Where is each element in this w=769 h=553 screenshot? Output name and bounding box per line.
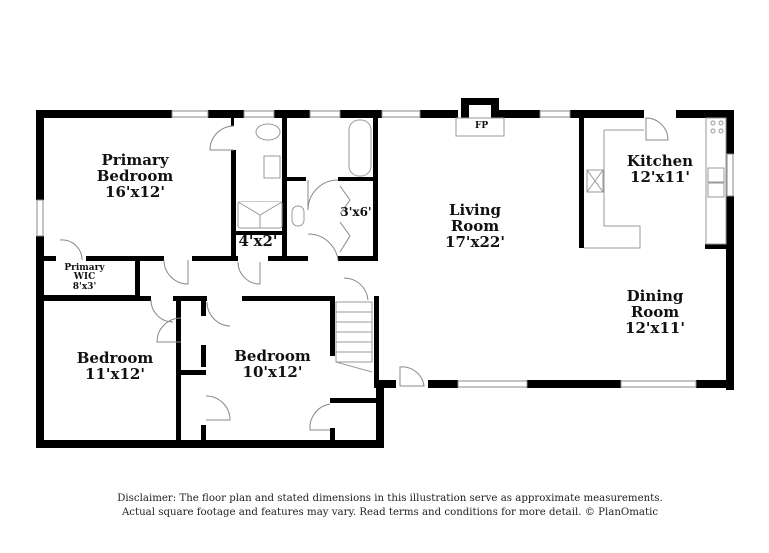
interior-walls [36, 118, 734, 448]
room-name: Primary [101, 151, 169, 169]
room-dimensions: 8'x3' [72, 281, 97, 292]
disclaimer-line-2: Actual square footage and features may v… [121, 507, 659, 518]
room-dimensions: 17'x22' [445, 232, 505, 251]
room-name: Bedroom [234, 347, 311, 365]
room-dimensions: 11'x12' [85, 364, 145, 383]
room-label-closet-4x2: 4'x2' [232, 232, 284, 250]
doors [59, 117, 669, 431]
room-dimensions: 12'x11' [625, 318, 685, 337]
room-dimensions: 3'x6' [340, 205, 372, 219]
disclaimer: Disclaimer: The floor plan and stated di… [100, 492, 680, 520]
room-name: Primary [64, 263, 105, 273]
room-label-bedroom-3: Bedroom 10'x12' [215, 347, 330, 381]
room-name: Living [448, 201, 502, 219]
room-name: Room [450, 216, 500, 235]
room-dimensions: 16'x12' [105, 182, 165, 201]
room-label-closet-3x6: 3'x6' [338, 206, 374, 219]
room-label-bedroom-2: Bedroom 11'x12' [55, 349, 175, 383]
room-dimensions: 10'x12' [242, 362, 303, 381]
room-name: Bedroom [76, 349, 154, 367]
room-name: Dining [626, 287, 684, 305]
room-dimensions: 12'x11' [630, 167, 690, 186]
room-dimensions: 4'x2' [238, 232, 278, 250]
windows [36, 110, 734, 388]
room-label-primary-wic: Primary WIC 8'x3' [52, 263, 117, 292]
room-name: Room [630, 302, 680, 321]
fireplace-label: FP [475, 121, 489, 131]
exterior-walls [36, 98, 734, 448]
room-label-living-room: Living Room 17'x22' [420, 201, 530, 251]
room-label-primary-bedroom: Primary Bedroom 16'x12' [70, 151, 200, 201]
room-name: Kitchen [626, 152, 694, 170]
fixtures [237, 117, 727, 373]
room-label-kitchen: Kitchen 12'x11' [605, 152, 715, 186]
room-name: Bedroom [96, 166, 174, 185]
room-name: WIC [73, 272, 96, 283]
room-label-dining-room: Dining Room 12'x11' [600, 287, 710, 337]
disclaimer-line-1: Disclaimer: The floor plan and stated di… [117, 493, 663, 504]
